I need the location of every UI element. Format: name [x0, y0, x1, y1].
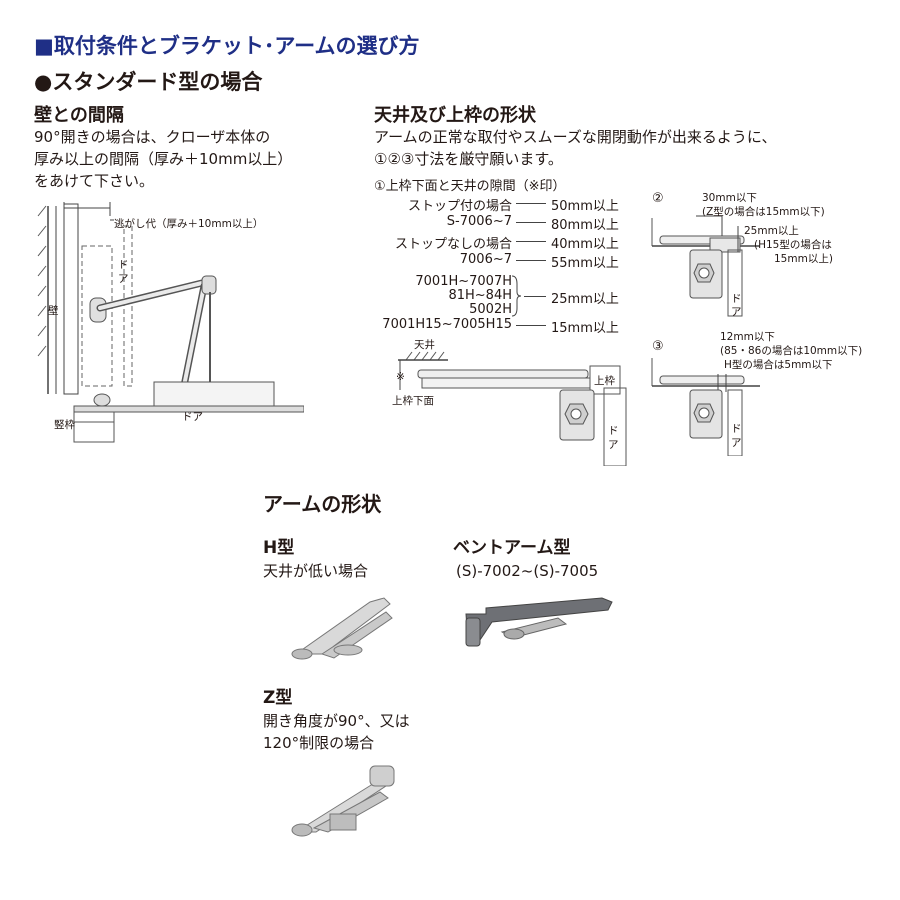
diagram2-line4: (H15型の場合は: [754, 238, 832, 251]
diagram2-line5: 15mm以上): [774, 253, 833, 265]
door-label-d2-2: ア: [731, 306, 742, 318]
top-frame-label: 上枠: [594, 374, 615, 387]
clearance-label: 逃がし代（厚み＋10mm以上）: [114, 217, 263, 230]
req-label-7: 7001H15~7005H15: [382, 317, 512, 332]
ceiling-gap-diagram: 天井 ※ 上枠下面 上枠 ド ア: [392, 338, 627, 466]
diagram3-line1: 12mm以下: [720, 331, 775, 343]
door-label-d3-1: ド: [731, 423, 742, 435]
bent-type-desc: (S)-7002~(S)-7005: [456, 562, 599, 580]
door-lower-label: ドア: [182, 411, 203, 423]
req-value-0: 50mm以上: [551, 199, 619, 214]
wall-desc-line3: をあけて下さい。: [34, 172, 155, 190]
req-leader-3: [516, 260, 546, 261]
door-upper-label-2: ア: [118, 273, 129, 285]
bent-arm-image: [465, 597, 613, 647]
z-type-name: Z型: [263, 688, 293, 708]
mark-label: ※: [396, 371, 405, 383]
jamb-label: 竪枠: [54, 418, 75, 431]
arm-gap-diagram-3: ③ 12mm以下 (85・86の場合は10mm以下) H型の場合は5mm以下 ド…: [651, 331, 862, 456]
req-brace: [511, 275, 522, 317]
door-label-d2-1: ド: [731, 293, 742, 305]
ceiling-desc-line1: アームの正常な取付やスムーズな開閉動作が出来るように、: [374, 128, 777, 146]
req-label-0: ストップ付の場合: [407, 199, 512, 214]
arms-heading: アームの形状: [263, 492, 382, 516]
ceiling-desc-line2: ①②③寸法を厳守願います。: [374, 150, 563, 168]
req-leader-0: [516, 203, 546, 204]
h-type-desc: 天井が低い場合: [263, 562, 369, 580]
wall-desc-line2: 厚み以上の間隔（厚み＋10mm以上）: [34, 150, 293, 168]
req-leader-1: [516, 222, 546, 223]
req-leader-7: [516, 325, 546, 326]
req-value-7: 15mm以上: [551, 321, 619, 336]
req-label-6: 5002H: [469, 302, 512, 317]
section-subtitle: ●スタンダード型の場合: [34, 70, 263, 94]
diagram3-number: ③: [652, 339, 664, 354]
frame-bottom-label: 上枠下面: [392, 394, 434, 407]
req-value-3: 55mm以上: [551, 256, 619, 271]
wall-label: 壁: [48, 304, 59, 317]
z-type-desc-line1: 開き角度が90°、又は: [263, 712, 410, 730]
ceiling-heading: 天井及び上枠の形状: [374, 105, 536, 126]
req-label-1: S-7006~7: [446, 214, 512, 229]
h-type-name: H型: [263, 538, 295, 558]
diagram2-line1: 30mm以下: [702, 192, 757, 204]
z-type-desc-line2: 120°制限の場合: [263, 734, 375, 752]
diagram2-line2: (Z型の場合は15mm以下): [702, 205, 825, 218]
door-label-d3-2: ア: [731, 437, 742, 449]
gap-title: ①上枠下面と天井の隙間（※印）: [374, 179, 566, 194]
req-leader-5: [524, 296, 546, 297]
bent-type-name: ベントアーム型: [453, 538, 571, 558]
diagram2-line3: 25mm以上: [744, 225, 799, 237]
diagram2-number: ②: [652, 191, 664, 206]
req-label-2: ストップなしの場合: [394, 237, 512, 252]
wall-clearance-diagram: 逃がし代（厚み＋10mm以上） ド ア 壁 ドア 竪枠: [37, 202, 304, 443]
req-value-2: 40mm以上: [551, 237, 619, 252]
req-value-5: 25mm以上: [551, 292, 619, 307]
ceiling-label: 天井: [414, 338, 435, 351]
door-upper-label-1: ド: [118, 259, 129, 271]
wall-desc-line1: 90°開きの場合は、クローザ本体の: [34, 128, 271, 146]
arm-gap-diagram-2: ② 30mm以下 (Z型の場合は15mm以下) 25mm以上 (H15型の場合は…: [651, 191, 833, 318]
door-label-d1-1: ド: [608, 425, 619, 437]
req-value-1: 80mm以上: [551, 218, 619, 233]
diagram3-line2: (85・86の場合は10mm以下): [720, 344, 862, 357]
diagram3-line3: H型の場合は5mm以下: [724, 358, 833, 371]
door-label-d1-2: ア: [608, 439, 619, 451]
z-type-arm-image: [291, 765, 395, 837]
h-type-arm-image: [291, 597, 393, 660]
req-label-4: 7001H~7007H: [415, 274, 512, 289]
req-label-5: 81H~84H: [448, 288, 512, 303]
wall-heading: 壁との間隔: [34, 105, 124, 126]
section-title: ■取付条件とブラケット･アームの選び方: [34, 34, 420, 58]
req-leader-2: [516, 241, 546, 242]
req-label-3: 7006~7: [459, 252, 512, 267]
